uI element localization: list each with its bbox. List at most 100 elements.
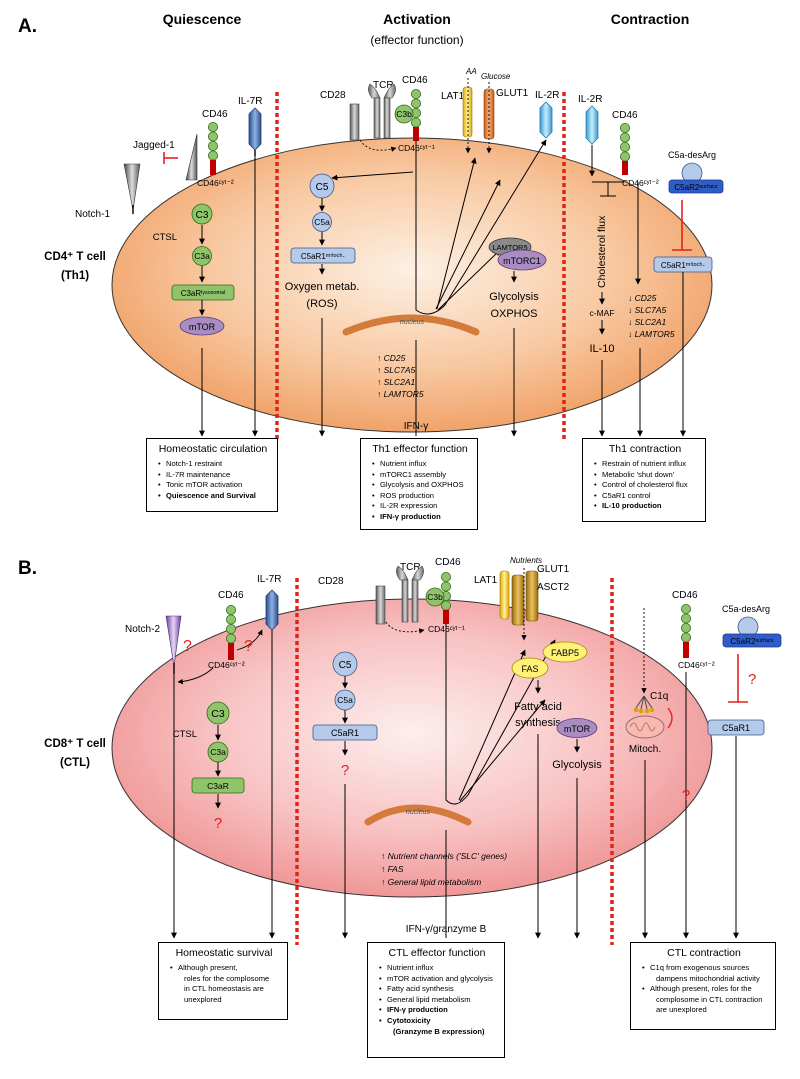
- nucleus-label-a: nucleus: [400, 319, 425, 326]
- cd46-receptor-icon: [207, 122, 218, 161]
- glucose-label: Glucose: [481, 72, 511, 81]
- list-item: are unexplored: [656, 1005, 707, 1015]
- ros-label: (ROS): [306, 298, 337, 310]
- il7r-b-receptor-icon: [265, 589, 279, 631]
- box-homeostatic-circulation: Homeostatic circulation Notch-1 restrain…: [146, 438, 278, 512]
- il2r-contraction-icon: [585, 105, 599, 145]
- list-item: Tonic mTOR activation: [158, 480, 269, 491]
- c5ar1-mitoch-node: C5aR1ᵐⁱᵗᵒᶜʰ·: [301, 252, 345, 261]
- glycolysis-label-b: Glycolysis: [552, 759, 602, 771]
- question-mark-cd46-c: ?: [682, 787, 690, 804]
- list-item: unexplored: [184, 994, 222, 1004]
- svg-text:↑ LAMTOR5: ↑ LAMTOR5: [377, 389, 424, 399]
- cd8-cell-label: CD8⁺ T cell: [44, 738, 106, 750]
- ctsl-label-b: CTSL: [173, 729, 197, 740]
- box-title: Th1 effector function: [372, 443, 468, 455]
- lat1-label-a: LAT1: [441, 91, 465, 102]
- mtorc1-node: mTORC1: [503, 256, 541, 266]
- glut1-label-b: GLUT1: [537, 564, 570, 575]
- c1q-label: C1q: [650, 691, 668, 702]
- c5ar2-surface-node-b: C5aR2ˢᵘʳᶠᵃᶜᵉ: [730, 637, 773, 646]
- nucleus-membrane-b: [364, 804, 472, 826]
- c5a-node-b: C5a: [337, 695, 353, 705]
- cd46-contraction-b-icon: [681, 604, 692, 643]
- list-item: IL-10 production: [594, 501, 697, 512]
- list-item: Fatty acid synthesis: [379, 984, 496, 995]
- cd28-label-a: CD28: [320, 90, 346, 101]
- nucleus-membrane-a: [342, 314, 480, 336]
- c3ar-lysosomal-node: C3aRˡʸˢᵒˢᵒᵐᵃˡ: [181, 289, 226, 298]
- list-item: Restrain of nutrient influx: [594, 459, 697, 470]
- cd28-label-b: CD28: [318, 576, 344, 587]
- header-activation: Activation: [383, 11, 451, 27]
- header-quiescence: Quiescence: [163, 11, 242, 27]
- list-item: C1q from exogenous sources: [642, 963, 767, 974]
- svg-text:↑ Nutrient channels ('SLC' gen: ↑ Nutrient channels ('SLC' genes): [381, 851, 507, 861]
- c3-node-b: C3: [211, 708, 225, 720]
- svg-text:↓ CD25: ↓ CD25: [628, 293, 657, 303]
- glut1-label-a: GLUT1: [496, 88, 529, 99]
- lat1-transporter-icon: [462, 86, 473, 138]
- panel-a-label: A.: [18, 16, 37, 37]
- c3a-node-b: C3a: [210, 747, 226, 757]
- list-item: mTORC1 assembly: [372, 470, 469, 481]
- cd46-activation-receptor-icon: [410, 89, 421, 128]
- il7r-label: IL-7R: [238, 96, 262, 107]
- notch1-receptor-icon: [123, 163, 141, 211]
- question-mark-c3ar: ?: [214, 815, 222, 832]
- il7r-label-b: IL-7R: [257, 574, 281, 585]
- cd28-b-receptor-icon: [375, 585, 386, 625]
- tcr-label-a: TCR: [373, 80, 394, 91]
- tcr-b-receptor-icon: [396, 565, 424, 623]
- list-item: (Granzyme B expression): [393, 1026, 485, 1036]
- fas-node: FAS: [521, 664, 538, 674]
- list-item: IFN-γ production: [379, 1005, 496, 1016]
- box-homeostatic-survival: Homeostatic survival Although present, r…: [158, 942, 288, 1020]
- list-item: IL-2R expression: [372, 501, 469, 512]
- cd46-label-b: CD46: [435, 557, 461, 568]
- inhibit-mitoch-arc: [667, 707, 673, 729]
- svg-text:↑ General lipid metabolism: ↑ General lipid metabolism: [381, 877, 481, 887]
- oxygen-metab-label: Oxygen metab.: [285, 281, 360, 293]
- c3ar-node-b: C3aR: [207, 781, 229, 791]
- glut1-b-transporter-icon: [511, 574, 525, 626]
- box-title: CTL contraction: [667, 947, 741, 959]
- list-item: Nutrient influx: [379, 963, 496, 974]
- nutrients-label: Nutrients: [510, 556, 542, 565]
- il2r-label-a: IL-2R: [535, 90, 559, 101]
- cd46-label-c: CD46: [612, 110, 638, 121]
- c5ar1-node-b: C5aR1: [331, 728, 359, 738]
- c5adesarg-label-a: C5a-desArg: [668, 150, 716, 160]
- svg-text:↑ SLC2A1: ↑ SLC2A1: [377, 377, 416, 387]
- cd4-cell-sublabel: (Th1): [61, 270, 89, 282]
- mtor-node-q: mTOR: [189, 322, 216, 332]
- question-mark-notch: ?: [183, 638, 192, 655]
- cd46-quiescence-b-icon: [225, 605, 236, 644]
- jagged1-ligand-icon: [185, 133, 198, 181]
- box-title: CTL effector function: [388, 947, 486, 959]
- box-title: Homeostatic circulation: [158, 443, 268, 455]
- question-mark-il7r: ?: [244, 638, 253, 655]
- tcr-receptor-icon: [368, 83, 396, 139]
- box-title: Th1 contraction: [608, 443, 682, 455]
- list-item: Control of cholesterol flux: [594, 480, 697, 491]
- box-ctl-effector: CTL effector function Nutrient influx mT…: [367, 942, 505, 1058]
- panel-b-label: B.: [18, 558, 37, 579]
- box-title: Homeostatic survival: [175, 947, 273, 959]
- c5ar1-node-bc: C5aR1: [722, 723, 750, 733]
- box-th1-contraction: Th1 contraction Restrain of nutrient inf…: [582, 438, 706, 522]
- c5a-node: C5a: [314, 217, 330, 227]
- il7r-receptor-icon: [248, 107, 262, 151]
- c5-node: C5: [316, 182, 329, 193]
- list-item: mTOR activation and glycolysis: [379, 974, 496, 985]
- nucleus-label-b: nucleus: [406, 809, 431, 816]
- cd46-cyt2-label-q: CD46ᶜʸᵗ⁻²: [197, 178, 234, 188]
- list-item: Nutrient influx: [372, 459, 469, 470]
- jagged1-label: Jagged-1: [133, 140, 175, 151]
- mitochondrion-icon: [625, 715, 665, 739]
- svg-text:↑ CD25: ↑ CD25: [377, 353, 406, 363]
- list-item: Glycolysis and OXPHOS: [372, 480, 469, 491]
- lat1-b-transporter-icon: [499, 570, 510, 620]
- box-ctl-contraction: CTL contraction C1q from exogenous sourc…: [630, 942, 776, 1030]
- svg-text:↓ SLC2A1: ↓ SLC2A1: [628, 317, 667, 327]
